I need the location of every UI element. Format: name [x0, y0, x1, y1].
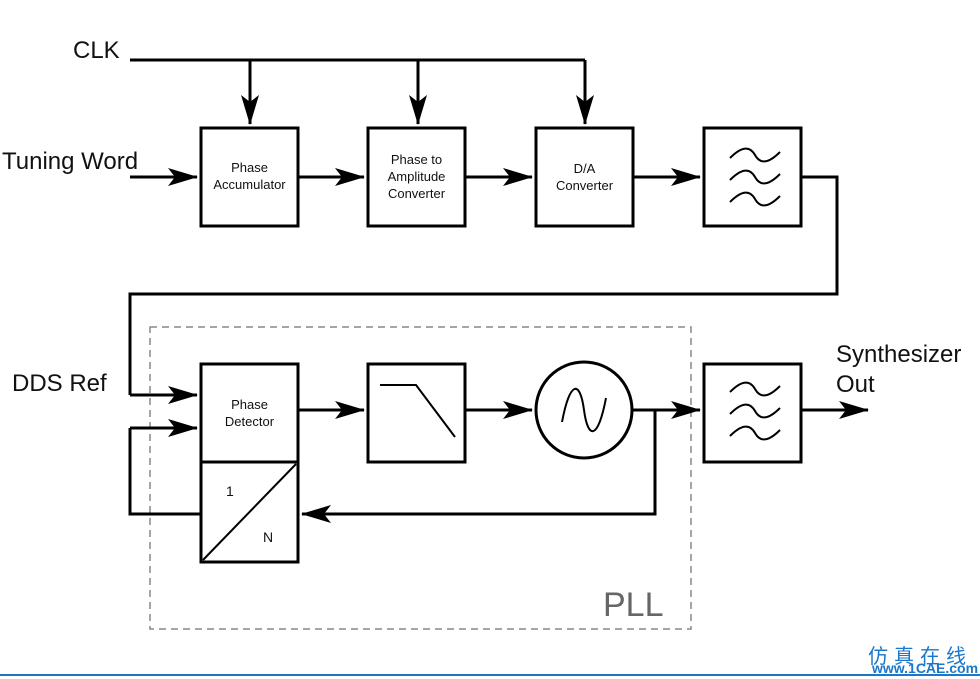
clk-label: CLK	[73, 37, 120, 64]
divider-diagonal	[202, 463, 297, 561]
phase-to-amplitude-box	[366, 126, 467, 228]
divider-denominator: N	[263, 529, 274, 545]
pll-wires	[128, 401, 869, 523]
divider-numerator: 1	[226, 483, 234, 499]
da-converter-box	[534, 126, 635, 228]
bandpass-filter-2-box	[702, 362, 803, 464]
dds-chain-wires	[128, 168, 839, 404]
bandpass-filter-2-icon	[729, 381, 781, 441]
lowpass-icon	[380, 384, 456, 438]
clk-bus	[130, 58, 594, 125]
sine-wave-icon	[561, 388, 607, 432]
pll-label: PLL	[603, 586, 664, 624]
phase-to-amplitude-label: Phase to Amplitude Converter	[387, 152, 446, 201]
bandpass-filter-1-box	[702, 126, 803, 228]
brand-url: www.1CAE.com	[872, 660, 979, 676]
synthesizer-out-label: Synthesizer Out	[836, 341, 962, 398]
bandpass-filter-1-icon	[729, 147, 781, 207]
pll-region	[149, 326, 692, 630]
dds-ref-label: DDS Ref	[12, 370, 107, 397]
brand-chinese: 仿真在线	[868, 644, 972, 668]
da-converter-label: D/A Converter	[555, 161, 614, 193]
phase-accumulator-box	[199, 126, 300, 228]
loop-filter-box	[366, 362, 467, 464]
tuning-word-label: Tuning Word	[2, 148, 139, 175]
phase-detector-label: Phase Detector	[224, 397, 275, 429]
phase-accumulator-label: Phase Accumulator	[213, 160, 286, 192]
